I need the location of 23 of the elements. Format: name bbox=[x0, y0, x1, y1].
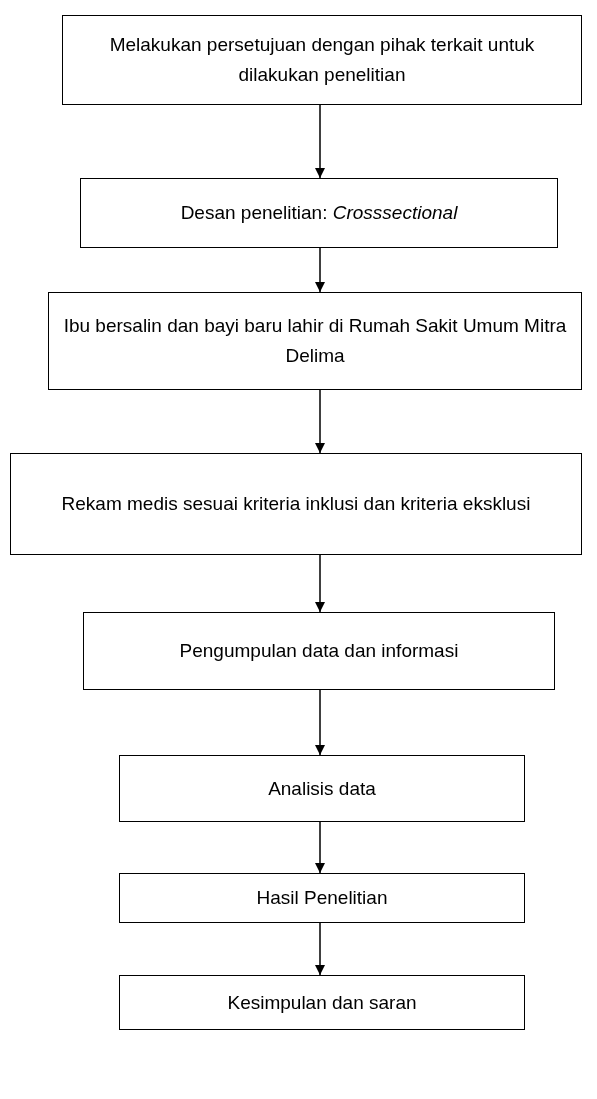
process-box bbox=[119, 873, 525, 923]
process-box bbox=[62, 15, 582, 105]
process-box bbox=[119, 975, 525, 1030]
process-box bbox=[119, 755, 525, 822]
arrow bbox=[314, 689, 326, 756]
step-text: Desan penelitian: Crosssectional bbox=[180, 201, 458, 225]
step-text: Kesimpulan dan saran bbox=[227, 990, 417, 1015]
process-box bbox=[80, 178, 558, 248]
arrow bbox=[314, 104, 326, 179]
arrow bbox=[314, 247, 326, 293]
step-text: Analisis data bbox=[268, 776, 376, 801]
arrow bbox=[314, 821, 326, 874]
step-text: Rekam medis sesuai kriteria inklusi dan kriteria eksklusi bbox=[61, 492, 531, 516]
process-box bbox=[10, 453, 582, 555]
arrow bbox=[314, 922, 326, 976]
process-box bbox=[83, 612, 555, 690]
step-text: Melakukan persetujuan dengan pihak terkait untuk dilakukan penelitian bbox=[108, 33, 536, 87]
process-box bbox=[48, 292, 582, 390]
step-text: Hasil Penelitian bbox=[256, 886, 388, 910]
arrow bbox=[314, 389, 326, 454]
step-text: Ibu bersalin dan bayi baru lahir di Rumah Sakit Umum Mitra Delima bbox=[62, 314, 568, 368]
step-text: Pengumpulan data dan informasi bbox=[179, 639, 459, 663]
arrow bbox=[314, 554, 326, 613]
